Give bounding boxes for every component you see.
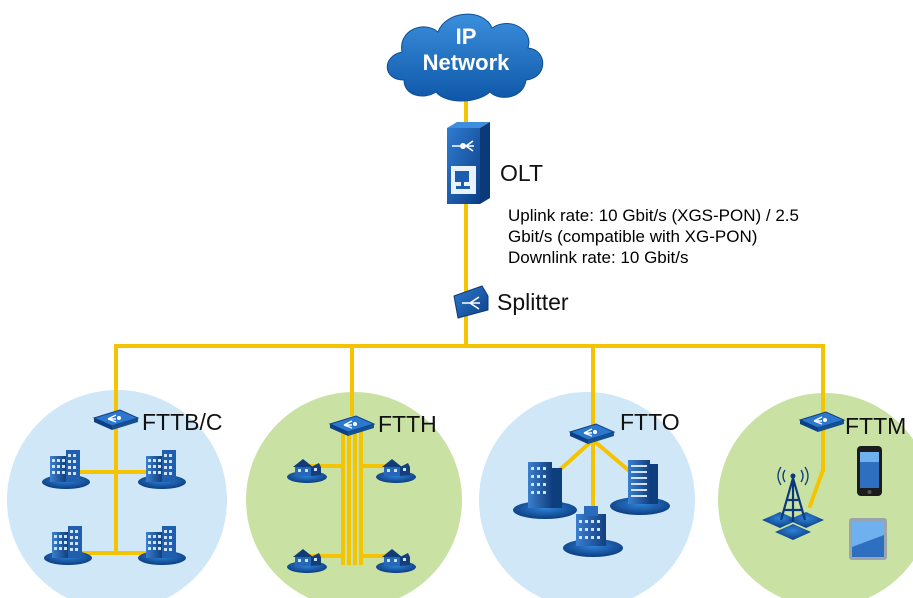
- fttb-label: FTTB/C: [142, 409, 223, 435]
- ftto-campus-building: [563, 506, 623, 557]
- ftto-office-building: [610, 460, 670, 515]
- ftth-label: FTTH: [378, 411, 437, 437]
- olt-device: [447, 122, 490, 204]
- ftto-zone: [479, 392, 695, 598]
- ftto-label: FTTO: [620, 409, 680, 435]
- smartphone-icon: [857, 446, 882, 496]
- uplink-rate-line1: Uplink rate: 10 Gbit/s (XGS-PON) / 2.5: [508, 206, 799, 225]
- ip-network-label: IP Network: [412, 24, 520, 76]
- olt-label: OLT: [500, 160, 544, 186]
- ip-network-line1: IP: [455, 24, 477, 49]
- rate-info: Uplink rate: 10 Gbit/s (XGS-PON) / 2.5 G…: [508, 205, 799, 268]
- downlink-rate-line: Downlink rate: 10 Gbit/s: [508, 248, 689, 267]
- splitter-label: Splitter: [497, 289, 569, 315]
- ip-network-cloud: [386, 13, 544, 102]
- fiber-links: [66, 96, 826, 565]
- fttm-label: FTTM: [845, 413, 907, 439]
- ip-network-line2: Network: [422, 50, 510, 75]
- uplink-rate-line2: Gbit/s (compatible with XG-PON): [508, 227, 758, 246]
- ftto-tower-building: [513, 462, 577, 519]
- tablet-icon: [849, 518, 887, 560]
- cell-tower-icon: [762, 466, 824, 540]
- splitter-device: [453, 285, 489, 319]
